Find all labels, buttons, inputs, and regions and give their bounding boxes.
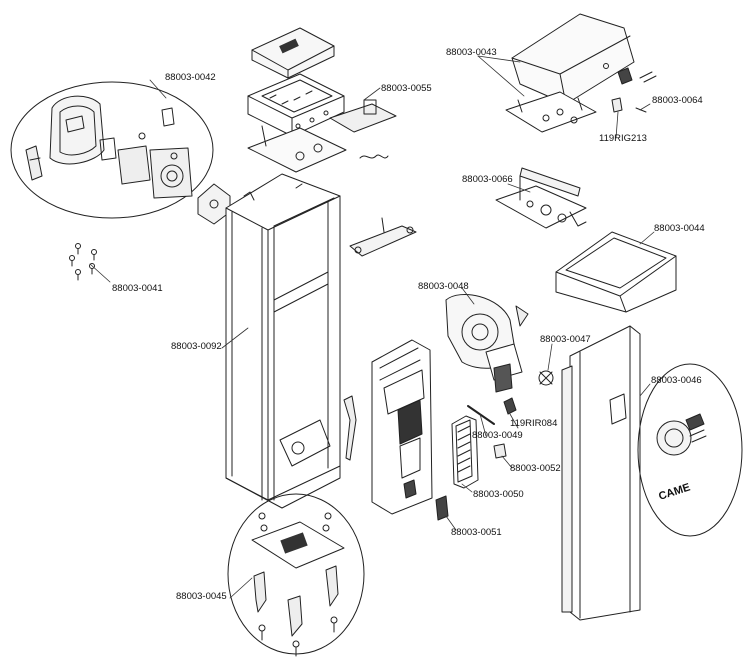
label-88003-0092: 88003-0092 [171, 341, 222, 352]
label-88003-0043: 88003-0043 [446, 47, 497, 58]
p0046-lock-detail [637, 363, 743, 537]
label-88003-0047: 88003-0047 [540, 334, 591, 345]
label-119RIG213: 119RIG213 [599, 133, 647, 144]
label-88003-0064: 88003-0064 [652, 95, 703, 106]
door-logo: CAME [657, 481, 692, 502]
p0043-group [505, 13, 657, 133]
label-88003-0066: 88003-0066 [462, 174, 513, 185]
p0055-group [247, 27, 397, 173]
p0042-group [10, 81, 214, 219]
label-88003-0049: 88003-0049 [472, 430, 523, 441]
p0045-group [227, 493, 365, 657]
p0044-group [555, 231, 677, 313]
label-88003-0042: 88003-0042 [165, 72, 216, 83]
p0046-group [561, 325, 641, 621]
label-88003-0050: 88003-0050 [473, 489, 524, 500]
leader-lines [89, 55, 655, 599]
label-88003-0041: 88003-0041 [112, 283, 163, 294]
label-119RIR084: 119RIR084 [510, 418, 558, 429]
label-88003-0051: 88003-0051 [451, 527, 502, 538]
label-88003-0055: 88003-0055 [381, 83, 432, 94]
label-88003-0044: 88003-0044 [654, 223, 705, 234]
label-88003-0046: 88003-0046 [651, 375, 702, 386]
p0066-group [495, 167, 587, 229]
p0041-group [69, 243, 97, 281]
p0092-group [225, 173, 417, 509]
label-88003-0048: 88003-0048 [418, 281, 469, 292]
p0047-group [538, 370, 554, 386]
p0048-group [445, 293, 529, 393]
label-88003-0045: 88003-0045 [176, 591, 227, 602]
label-88003-0052: 88003-0052 [510, 463, 561, 474]
control-board [371, 339, 433, 515]
p0050-group [451, 415, 479, 489]
